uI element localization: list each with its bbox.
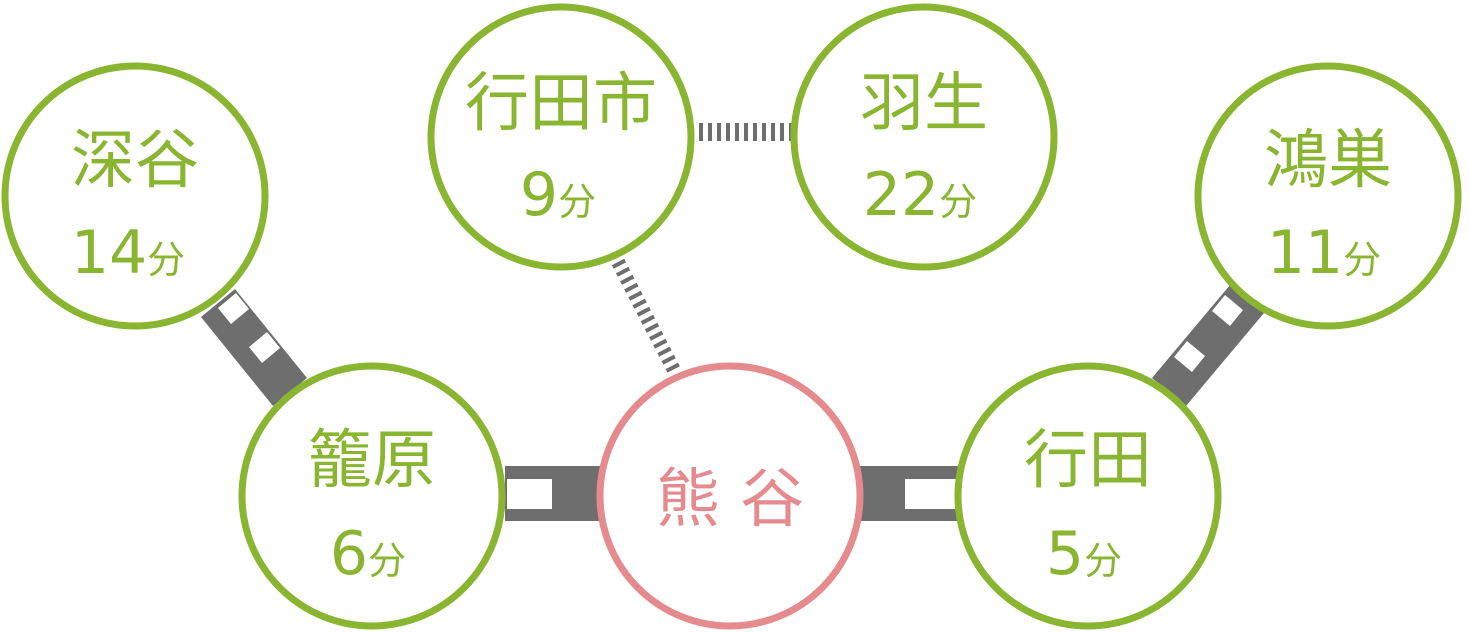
station-name: 羽生 bbox=[860, 67, 988, 141]
travel-time: 11分 bbox=[1267, 218, 1381, 288]
station-hanyu: 羽生 22分 bbox=[790, 3, 1058, 271]
station-gyoda: 行田 5分 bbox=[954, 362, 1222, 630]
station-name: 行田 bbox=[1024, 424, 1152, 498]
jr-rail-fukaya-kagohara bbox=[201, 289, 307, 406]
hub-station-name: 熊 谷 bbox=[656, 463, 804, 537]
station-kumagaya-hub: 熊 谷 bbox=[596, 362, 864, 630]
station-name: 行田市 bbox=[465, 67, 657, 141]
station-fukaya: 深谷 14分 bbox=[1, 62, 269, 330]
travel-time: 14分 bbox=[71, 218, 185, 288]
jr-rail-gyoda-konosu bbox=[1152, 285, 1264, 406]
travel-time: 6分 bbox=[330, 519, 406, 589]
station-name: 深谷 bbox=[71, 124, 199, 198]
station-name: 鴻巣 bbox=[1264, 124, 1392, 198]
travel-time: 9分 bbox=[520, 160, 596, 230]
jr-rail-kagohara-kumagaya bbox=[505, 466, 600, 521]
station-kagohara: 籠原 6分 bbox=[238, 362, 506, 630]
station-konosu: 鴻巣 11分 bbox=[1194, 62, 1462, 330]
travel-time: 22分 bbox=[863, 160, 977, 230]
travel-time: 5分 bbox=[1046, 519, 1122, 589]
station-gyodashi: 行田市 9分 bbox=[427, 3, 695, 271]
jr-rail-kumagaya-gyoda bbox=[860, 466, 960, 521]
chichibu-rail-gyodashi-kumagaya bbox=[611, 258, 682, 376]
station-name: 籠原 bbox=[308, 424, 436, 498]
